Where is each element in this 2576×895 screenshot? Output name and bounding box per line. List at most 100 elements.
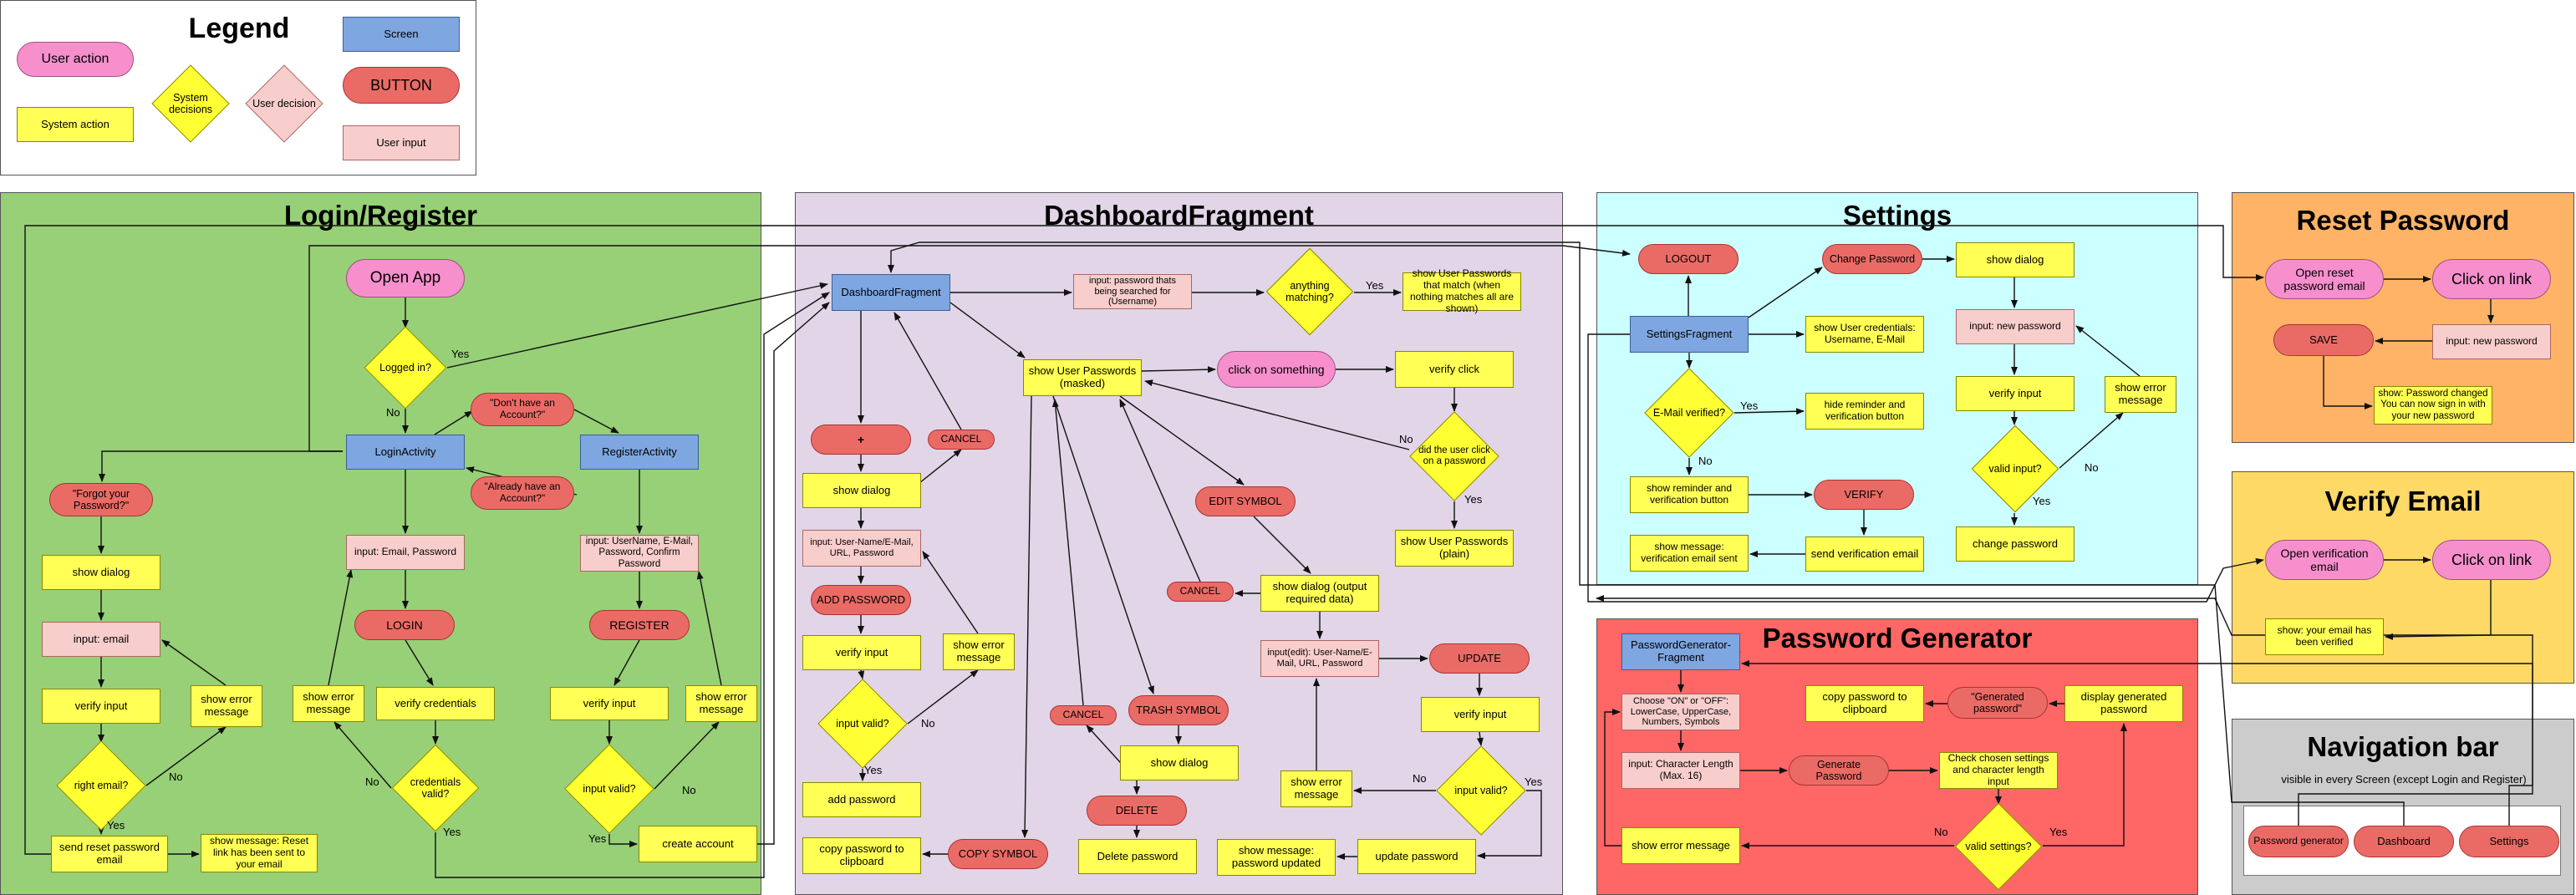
trash-symbol-button[interactable]: TRASH SYMBOL (1128, 695, 1229, 725)
input-edit-password[interactable]: input(edit): User-Name/E-Mail, URL, Pass… (1260, 640, 1379, 677)
verify-input-register: verify input (550, 687, 669, 720)
cancel-edit-button[interactable]: CANCEL (1167, 582, 1234, 602)
edge-label-yes: Yes (1464, 493, 1483, 506)
flow-arrow (1604, 709, 1621, 847)
plus-button[interactable]: + (811, 425, 911, 455)
input-email-password[interactable]: input: Email, Password (346, 535, 465, 570)
input-add-password[interactable]: input: User-Name/E-Mail, URL, Password (802, 530, 921, 567)
add-password: add password (802, 782, 921, 817)
send-verification-email: send verification email (1805, 536, 1924, 572)
legend-user-decision: User decision (242, 64, 326, 143)
already-have-account-button[interactable]: "Already have an Account?" (471, 476, 574, 510)
edge-label-yes: Yes (1525, 775, 1543, 788)
generate-password-button[interactable]: Generate Password (1789, 755, 1889, 786)
input-email-forgot[interactable]: input: email (42, 622, 160, 657)
edge-label-no: No (921, 717, 935, 730)
nav-settings-button[interactable]: Settings (2459, 826, 2559, 857)
nav-dashboard-button[interactable]: Dashboard (2354, 826, 2454, 857)
flow-arrow (1477, 790, 1542, 859)
delete-button[interactable]: DELETE (1087, 796, 1187, 826)
edge-label-no: No (682, 784, 696, 796)
copy-symbol-button[interactable]: COPY SYMBOL (948, 839, 1048, 869)
edit-symbol-button[interactable]: EDIT SYMBOL (1195, 486, 1296, 516)
decision-valid-input-settings: valid input? (1971, 425, 2059, 513)
update-password: update password (1357, 839, 1476, 874)
input-new-password-settings[interactable]: input: new password (1956, 309, 2075, 344)
edge-label-yes: Yes (443, 826, 461, 838)
flow-arrow (922, 551, 979, 634)
verify-input-settings: verify input (1956, 376, 2075, 411)
decision-did-click-password: did the user click on a password (1409, 411, 1499, 501)
click-on-link-reset[interactable]: Click on link (2432, 259, 2551, 299)
logout-button[interactable]: LOGOUT (1638, 244, 1739, 274)
legend-system-decision: System decisions (149, 64, 232, 143)
login-activity-screen: LoginActivity (346, 435, 465, 470)
click-on-something[interactable]: click on something (1217, 351, 1336, 388)
flow-arrow (1748, 267, 1823, 318)
flow-arrow (2059, 412, 2124, 469)
cancel-trash-button[interactable]: CANCEL (1050, 705, 1117, 725)
dont-have-account-button[interactable]: "Don't have an Account?" (471, 393, 574, 426)
navbar-subtitle: visible in every Screen (except Login an… (2281, 773, 2527, 786)
edge-label-yes: Yes (2049, 826, 2068, 838)
edge-label-yes: Yes (1366, 279, 1384, 292)
decision-email-verified: E-Mail verified? (1644, 368, 1734, 458)
show-reset-message: show message: Reset link has been sent t… (201, 834, 318, 872)
register-activity-screen: RegisterActivity (580, 435, 699, 470)
change-password-button[interactable]: Change Password (1822, 244, 1922, 274)
flow-arrow (161, 639, 227, 686)
edge-label-yes: Yes (1740, 399, 1759, 412)
save-button[interactable]: SAVE (2273, 324, 2374, 356)
flow-arrow (1051, 399, 1084, 706)
edge-label-no: No (2085, 461, 2099, 474)
open-reset-email[interactable]: Open reset password email (2265, 259, 2384, 299)
flow-arrow (446, 282, 828, 369)
settings-fragment-screen: SettingsFragment (1630, 316, 1749, 353)
legend-button: BUTTON (343, 67, 460, 104)
open-verification-email[interactable]: Open verification email (2265, 540, 2384, 580)
generated-password-button[interactable]: "Generated password" (1947, 687, 2048, 719)
show-error-register: show error message (685, 685, 757, 722)
show-masked-passwords: show User Passwords (masked) (1023, 359, 1142, 396)
login-button[interactable]: LOGIN (354, 610, 455, 640)
flow-arrow (1052, 395, 1154, 694)
choose-settings[interactable]: Choose "ON" or "OFF": LowerCase, UpperCa… (1621, 694, 1740, 730)
edge-label-no: No (1399, 433, 1413, 445)
add-password-button[interactable]: ADD PASSWORD (811, 585, 911, 615)
decision-input-valid-add: input valid? (817, 679, 908, 769)
forgot-password-button[interactable]: "Forgot your Password?" (49, 483, 153, 516)
legend-screen: Screen (343, 17, 460, 52)
change-password: change password (1956, 526, 2075, 562)
verify-input-forgot: verify input (42, 689, 160, 724)
show-error-forgot: show error message (191, 685, 262, 727)
input-register[interactable]: input: UserName, E-Mail, Password, Confi… (580, 535, 699, 572)
flow-arrow (757, 302, 830, 845)
update-button[interactable]: UPDATE (1429, 643, 1530, 674)
flow-arrow (328, 569, 354, 686)
show-user-credentials: show User credentials: Username, E-Mail (1805, 316, 1924, 353)
flow-arrow (1596, 595, 2533, 826)
input-character-length[interactable]: input: Character Length (Max. 16) (1621, 752, 1740, 789)
nav-password-generator-button[interactable]: Password generator (2248, 826, 2349, 857)
verify-button[interactable]: VERIFY (1814, 480, 1914, 510)
click-on-link-verify[interactable]: Click on link (2432, 540, 2551, 580)
input-search[interactable]: input: password thats being searched for… (1073, 274, 1192, 309)
open-app[interactable]: Open App (346, 259, 465, 297)
check-settings: Check chosen settings and character leng… (1939, 752, 2058, 789)
edge-label-no: No (1413, 772, 1427, 785)
flow-arrow (858, 669, 865, 679)
show-reminder: show reminder and verification button (1630, 476, 1749, 513)
flow-arrow (333, 721, 392, 789)
edge-label-no: No (365, 775, 379, 788)
edge-label-yes: Yes (864, 764, 883, 776)
display-generated-password: display generated password (2064, 685, 2183, 722)
register-button[interactable]: REGISTER (589, 610, 690, 640)
cancel-add-button[interactable]: CANCEL (928, 430, 995, 450)
input-new-password-reset[interactable]: input: new password (2432, 324, 2551, 359)
flow-arrow (1141, 366, 1216, 374)
verify-input-update: verify input (1421, 697, 1540, 732)
send-reset-email: send reset password email (51, 836, 168, 872)
edge-label-yes: Yes (451, 348, 470, 360)
